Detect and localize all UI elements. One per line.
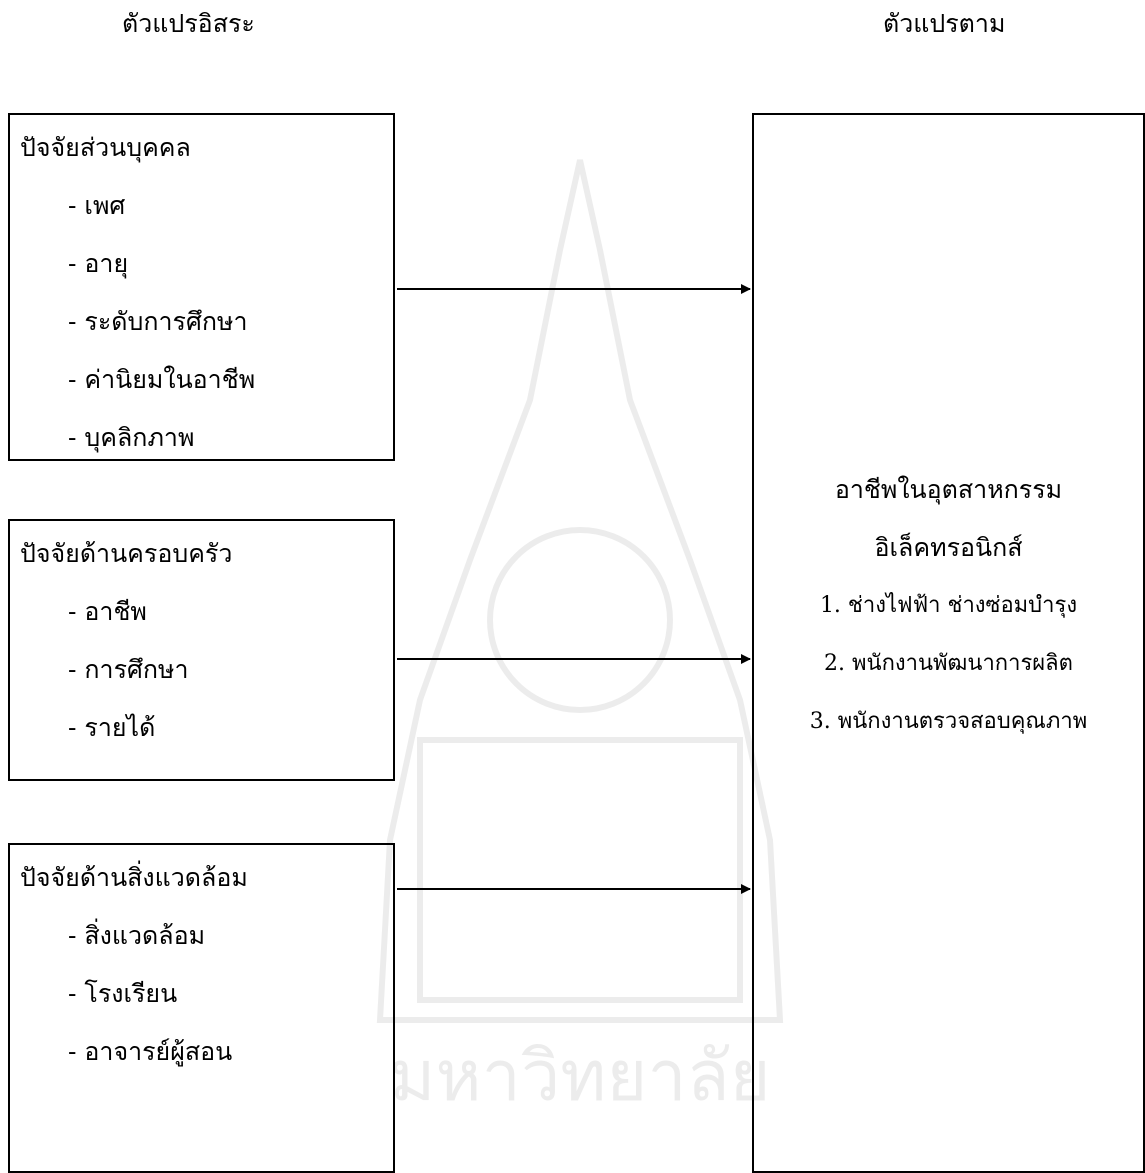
factor-item: - อายุ [68,249,129,278]
dependent-item: 3. พนักงานตรวจสอบคุณภาพ [809,709,1088,734]
dependent-variable-box: อาชีพในอุตสาหกรรม อิเล็คทรอนิกส์ 1. ช่าง… [752,113,1145,1173]
factor-item: - ค่านิยมในอาชีพ [68,365,256,394]
svg-text:มหาวิทยาลัย: มหาวิทยาลัย [389,1039,770,1116]
factor-item: - ระดับการศึกษา [68,307,248,336]
environment-factors-title: ปัจจัยด้านสิ่งแวดล้อม [20,863,248,892]
factor-item: - เพศ [68,191,126,220]
factor-item: - รายได้ [68,713,156,742]
factor-item: - อาชีพ [68,597,147,626]
factor-item: - การศึกษา [68,655,189,684]
independent-variable-header: ตัวแปรอิสระ [122,9,255,38]
factor-item: - อาจารย์ผู้สอน [68,1037,233,1066]
dependent-title-line1: อาชีพในอุตสาหกรรม [834,475,1063,504]
environment-factors-box: ปัจจัยด้านสิ่งแวดล้อม - สิ่งแวดล้อม - โร… [8,843,395,1173]
personal-factors-box: ปัจจัยส่วนบุคคล - เพศ - อายุ - ระดับการศ… [8,113,395,461]
factor-item: - โรงเรียน [68,979,178,1008]
dependent-title-line2: อิเล็คทรอนิกส์ [874,533,1023,562]
factor-item: - สิ่งแวดล้อม [68,921,206,950]
personal-factors-title: ปัจจัยส่วนบุคคล [20,133,191,162]
dependent-item: 2. พนักงานพัฒนาการผลิต [824,651,1073,676]
family-factors-box: ปัจจัยด้านครอบครัว - อาชีพ - การศึกษา - … [8,519,395,781]
family-factors-title: ปัจจัยด้านครอบครัว [20,539,233,568]
dependent-variable-header: ตัวแปรตาม [883,9,1006,38]
dependent-item: 1. ช่างไฟฟ้า ช่างซ่อมบำรุง [819,593,1078,618]
factor-item: - บุคลิกภาพ [68,423,195,452]
